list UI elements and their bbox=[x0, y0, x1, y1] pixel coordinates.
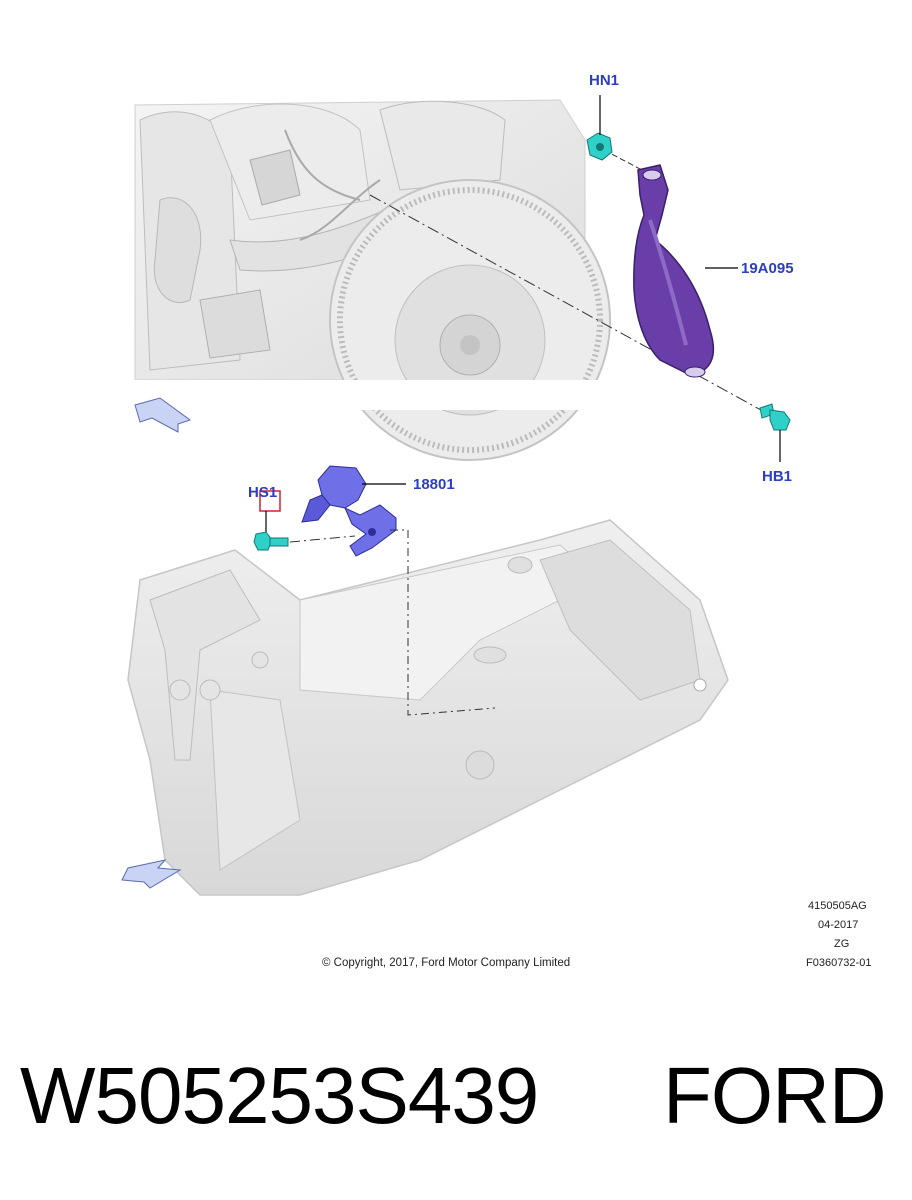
callout-18801: 18801 bbox=[413, 476, 455, 493]
illustration-code: ZG bbox=[834, 938, 850, 950]
direction-arrow-lower bbox=[121, 859, 182, 889]
copyright-notice: © Copyright, 2017, Ford Motor Company Li… bbox=[322, 957, 571, 969]
callout-hn1: HN1 bbox=[589, 72, 620, 89]
exploded-diagram: HN1 19A095 HB1 18801 HS1 4150505AG 04-20… bbox=[121, 72, 872, 969]
illustration-date: 04-2017 bbox=[818, 919, 859, 931]
bolt-hs1 bbox=[253, 531, 289, 551]
part-number: W505253S439 bbox=[20, 1051, 539, 1140]
engine-centerline bbox=[369, 194, 771, 416]
bracket-18801 bbox=[301, 465, 397, 557]
bolt-hb1 bbox=[759, 403, 791, 431]
direction-arrow-upper bbox=[134, 397, 192, 433]
hs1-highlight-box bbox=[259, 490, 281, 512]
bracket-centerline bbox=[390, 529, 496, 716]
illustration-id: 4150505AG bbox=[808, 900, 867, 912]
nut-hn1 bbox=[586, 132, 613, 161]
engine-illustration bbox=[130, 99, 611, 461]
ground-strap-19a095 bbox=[633, 164, 715, 378]
callout-hb1: HB1 bbox=[762, 468, 793, 485]
callout-19a095: 19A095 bbox=[741, 260, 794, 277]
diagram-canvas bbox=[121, 95, 791, 896]
hs1-centerline bbox=[289, 535, 356, 543]
hn1-centerline bbox=[603, 149, 643, 171]
body-panel-illustration bbox=[127, 519, 729, 896]
callout-hs1: HS1 bbox=[248, 484, 278, 501]
brand-name: FORD bbox=[663, 1051, 887, 1140]
figure-id: F0360732-01 bbox=[806, 957, 872, 969]
